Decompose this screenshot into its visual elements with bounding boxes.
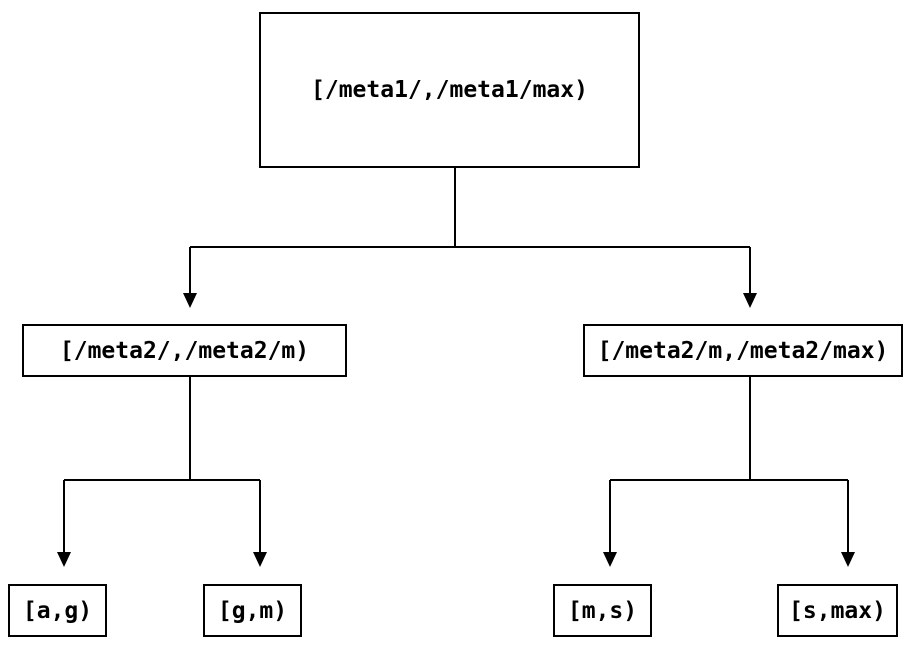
- tree-node-leaf-ms: [m,s): [553, 584, 652, 637]
- arrowhead-down-icon: [253, 552, 267, 567]
- tree-node-leaf-ag: [a,g): [8, 584, 107, 637]
- tree-node-root-label: [/meta1/,/meta1/max): [311, 77, 588, 103]
- tree-node-left: [/meta2/,/meta2/m): [22, 324, 347, 377]
- arrowhead-down-icon: [57, 552, 71, 567]
- tree-node-root: [/meta1/,/meta1/max): [259, 12, 640, 168]
- edge-left-fork: [63, 377, 261, 552]
- edge-root-fork: [189, 168, 751, 293]
- tree-node-leaf-gm-label: [g,m): [217, 597, 288, 624]
- tree-node-leaf-ms-label: [m,s): [567, 597, 638, 624]
- arrowhead-down-icon: [183, 293, 197, 308]
- tree-node-leaf-ag-label: [a,g): [22, 597, 93, 624]
- tree-node-left-label: [/meta2/,/meta2/m): [59, 337, 310, 364]
- tree-node-right-label: [/meta2/m,/meta2/max): [597, 337, 889, 364]
- arrowhead-down-icon: [841, 552, 855, 567]
- tree-node-leaf-gm: [g,m): [203, 584, 302, 637]
- arrowhead-down-icon: [603, 552, 617, 567]
- arrowhead-down-icon: [743, 293, 757, 308]
- tree-node-right: [/meta2/m,/meta2/max): [583, 324, 903, 377]
- edge-right-fork: [609, 377, 849, 552]
- tree-node-leaf-smax: [s,max): [777, 584, 898, 637]
- tree-node-leaf-smax-label: [s,max): [789, 597, 886, 624]
